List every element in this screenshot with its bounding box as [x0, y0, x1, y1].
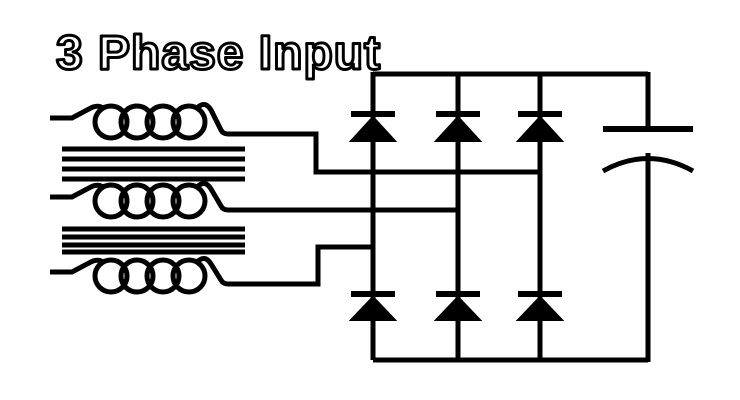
winding-loop [118, 257, 156, 295]
diode-triangle [515, 115, 565, 142]
bottom-diode-1 [348, 291, 398, 321]
phase-3-winding [50, 244, 373, 295]
rectifier-bridge [370, 71, 651, 363]
top-diode-3 [515, 111, 565, 142]
winding-loop [118, 182, 156, 220]
core-lines-top [62, 146, 245, 182]
phase-2-wire [195, 181, 458, 213]
winding-loop [92, 257, 130, 295]
diode-triangle [348, 295, 398, 321]
winding-loop [170, 257, 208, 295]
phase-2-winding [50, 181, 458, 220]
winding-loop [170, 182, 208, 220]
top-diode-1 [348, 111, 398, 142]
page-title: 3 Phase Input [56, 27, 381, 80]
diode-triangle [433, 295, 483, 321]
bottom-diode-2 [433, 291, 483, 321]
core-lines-bottom [62, 226, 245, 255]
phase-1-winding [50, 102, 540, 175]
winding-loop [144, 103, 182, 141]
winding-loop [144, 182, 182, 220]
winding-loop [170, 103, 208, 141]
phase-3-wire [195, 244, 373, 287]
winding-loop [144, 257, 182, 295]
diode-triangle [515, 295, 565, 321]
winding-loop [92, 182, 130, 220]
diode-triangle [348, 115, 398, 142]
winding-loop [92, 103, 130, 141]
winding-loop [118, 103, 156, 141]
capacitor-curved-plate [601, 156, 695, 174]
diode-triangle [433, 115, 483, 142]
phase-1-wire [195, 102, 540, 175]
top-diode-2 [433, 111, 483, 142]
bottom-diode-3 [515, 291, 565, 321]
smoothing-capacitor [601, 126, 695, 174]
